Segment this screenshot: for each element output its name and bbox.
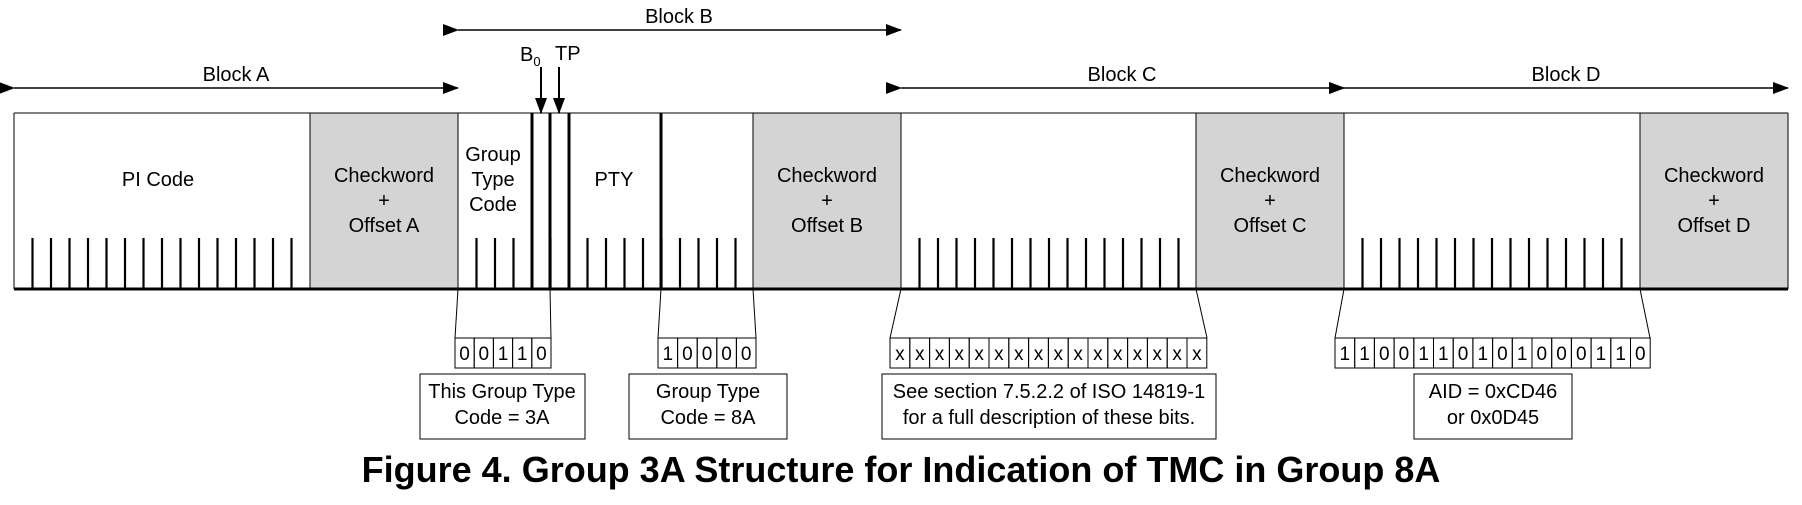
block-c-bit: x	[1172, 344, 1182, 365]
block-c-bit: x	[915, 344, 925, 365]
group-type-note-line2: Code = 3A	[454, 407, 550, 429]
checkword-d-region	[1640, 113, 1788, 290]
block-d-bit: 0	[1399, 344, 1410, 365]
checkword-b-region	[753, 113, 901, 290]
block-d-label: Block D	[1532, 64, 1601, 86]
checkword-a-line3: Offset A	[349, 215, 420, 237]
block-d-bit: 0	[1537, 344, 1548, 365]
block-c-bit: x	[1054, 344, 1064, 365]
group-type-bit: 1	[517, 344, 528, 365]
block-a-label: Block A	[203, 64, 270, 86]
checkword-b-line1: Checkword	[777, 165, 877, 187]
block-c-bit: x	[1073, 344, 1083, 365]
group-type-connector-left	[454, 288, 459, 339]
checkword-d-line1: Checkword	[1664, 165, 1764, 187]
block-d-bit: 1	[1438, 344, 1449, 365]
block-c-note-line1: See section 7.5.2.2 of ISO 14819-1	[893, 381, 1205, 403]
bit-ticks	[31, 238, 1623, 289]
checkword-c-line3: Offset C	[1234, 215, 1307, 237]
checkword-d-line3: Offset D	[1678, 215, 1751, 237]
group8a-note-line1: Group Type	[656, 381, 760, 403]
block-c-label: Block C	[1088, 64, 1157, 86]
block-c-bit: x	[1192, 344, 1202, 365]
block-c-bit: x	[1113, 344, 1123, 365]
group8a-bit: 0	[741, 344, 752, 365]
group-type-code-line2: Type	[471, 169, 514, 191]
checkword-c-region	[1196, 113, 1344, 290]
group8a-cell	[735, 337, 757, 369]
b0-label: B0	[520, 44, 541, 69]
block-c-bit: x	[974, 344, 984, 365]
block-d-bit: 1	[1418, 344, 1429, 365]
block-d-connector-left	[1334, 288, 1345, 339]
block-c-connector-left	[889, 288, 902, 339]
block-d-bit: 0	[1497, 344, 1508, 365]
checkword-a-region	[310, 113, 458, 290]
group-type-bit: 0	[536, 344, 547, 365]
block-c-bit: x	[935, 344, 945, 365]
block-c-note-line2: for a full description of these bits.	[903, 407, 1195, 429]
block-c-note-box	[881, 373, 1217, 440]
group8a-note-line2: Code = 8A	[660, 407, 756, 429]
group8a-connector-right	[752, 288, 757, 339]
group-type-bit: 1	[498, 344, 509, 365]
block-d-bit: 1	[1517, 344, 1528, 365]
block-d-bit: 0	[1576, 344, 1587, 365]
block-d-bit: 1	[1596, 344, 1607, 365]
group-type-cell	[531, 337, 552, 369]
group-type-note-line1: This Group Type	[428, 381, 575, 403]
block-d-bit: 1	[1615, 344, 1626, 365]
block-c-connector-right	[1195, 288, 1208, 339]
block-d-cell	[1630, 337, 1651, 369]
group8a-bit: 0	[721, 344, 732, 365]
checkword-c-line2: +	[1264, 190, 1276, 212]
group-type-bit: 0	[459, 344, 470, 365]
block-c-bit: x	[994, 344, 1004, 365]
pi-code-label: PI Code	[122, 169, 194, 191]
checkword-a-line1: Checkword	[334, 165, 434, 187]
block-d-note-line2: or 0x0D45	[1447, 407, 1539, 429]
block-d-bit: 0	[1458, 344, 1469, 365]
block-c-bit: x	[1093, 344, 1103, 365]
block-d-bit: 0	[1379, 344, 1390, 365]
block-d-note-line1: AID = 0xCD46	[1429, 381, 1557, 403]
group-type-code-line1: Group	[465, 144, 521, 166]
group-type-bit: 0	[479, 344, 490, 365]
group-type-code-line3: Code	[469, 194, 517, 216]
checkword-b-line2: +	[821, 190, 833, 212]
group-type-connector-right	[549, 288, 552, 339]
block-c-cell	[1186, 337, 1208, 369]
figure-caption: Figure 4. Group 3A Structure for Indicat…	[362, 449, 1441, 490]
pty-label: PTY	[595, 169, 634, 191]
block-c-bit: x	[955, 344, 965, 365]
group8a-bit: 0	[702, 344, 713, 365]
block-dividers	[13, 113, 1789, 289]
block-d-bit: 1	[1340, 344, 1351, 365]
checkword-a-line2: +	[378, 190, 390, 212]
group8a-bit: 0	[682, 344, 693, 365]
block-c-bit: x	[1153, 344, 1163, 365]
group8a-bit: 1	[663, 344, 674, 365]
checkword-c-line1: Checkword	[1220, 165, 1320, 187]
block-d-bit: 0	[1556, 344, 1567, 365]
group8a-connector-left	[657, 288, 662, 339]
field-boundaries	[530, 113, 663, 289]
group-type-note-box	[419, 373, 586, 440]
block-d-note-box	[1413, 373, 1573, 440]
checkword-b-line3: Offset B	[791, 215, 863, 237]
block-b-label: Block B	[645, 6, 713, 28]
block-c-bit: x	[1133, 344, 1143, 365]
checkword-d-line2: +	[1708, 190, 1720, 212]
block-c-bit: x	[895, 344, 905, 365]
block-c-bit: x	[1034, 344, 1044, 365]
tp-label: TP	[555, 43, 581, 65]
block-d-bit: 0	[1635, 344, 1646, 365]
group8a-note-box	[628, 373, 788, 440]
block-c-bit: x	[1014, 344, 1024, 365]
block-d-bit: 1	[1359, 344, 1370, 365]
block-d-connector-right	[1639, 288, 1651, 339]
block-d-bit: 1	[1477, 344, 1488, 365]
